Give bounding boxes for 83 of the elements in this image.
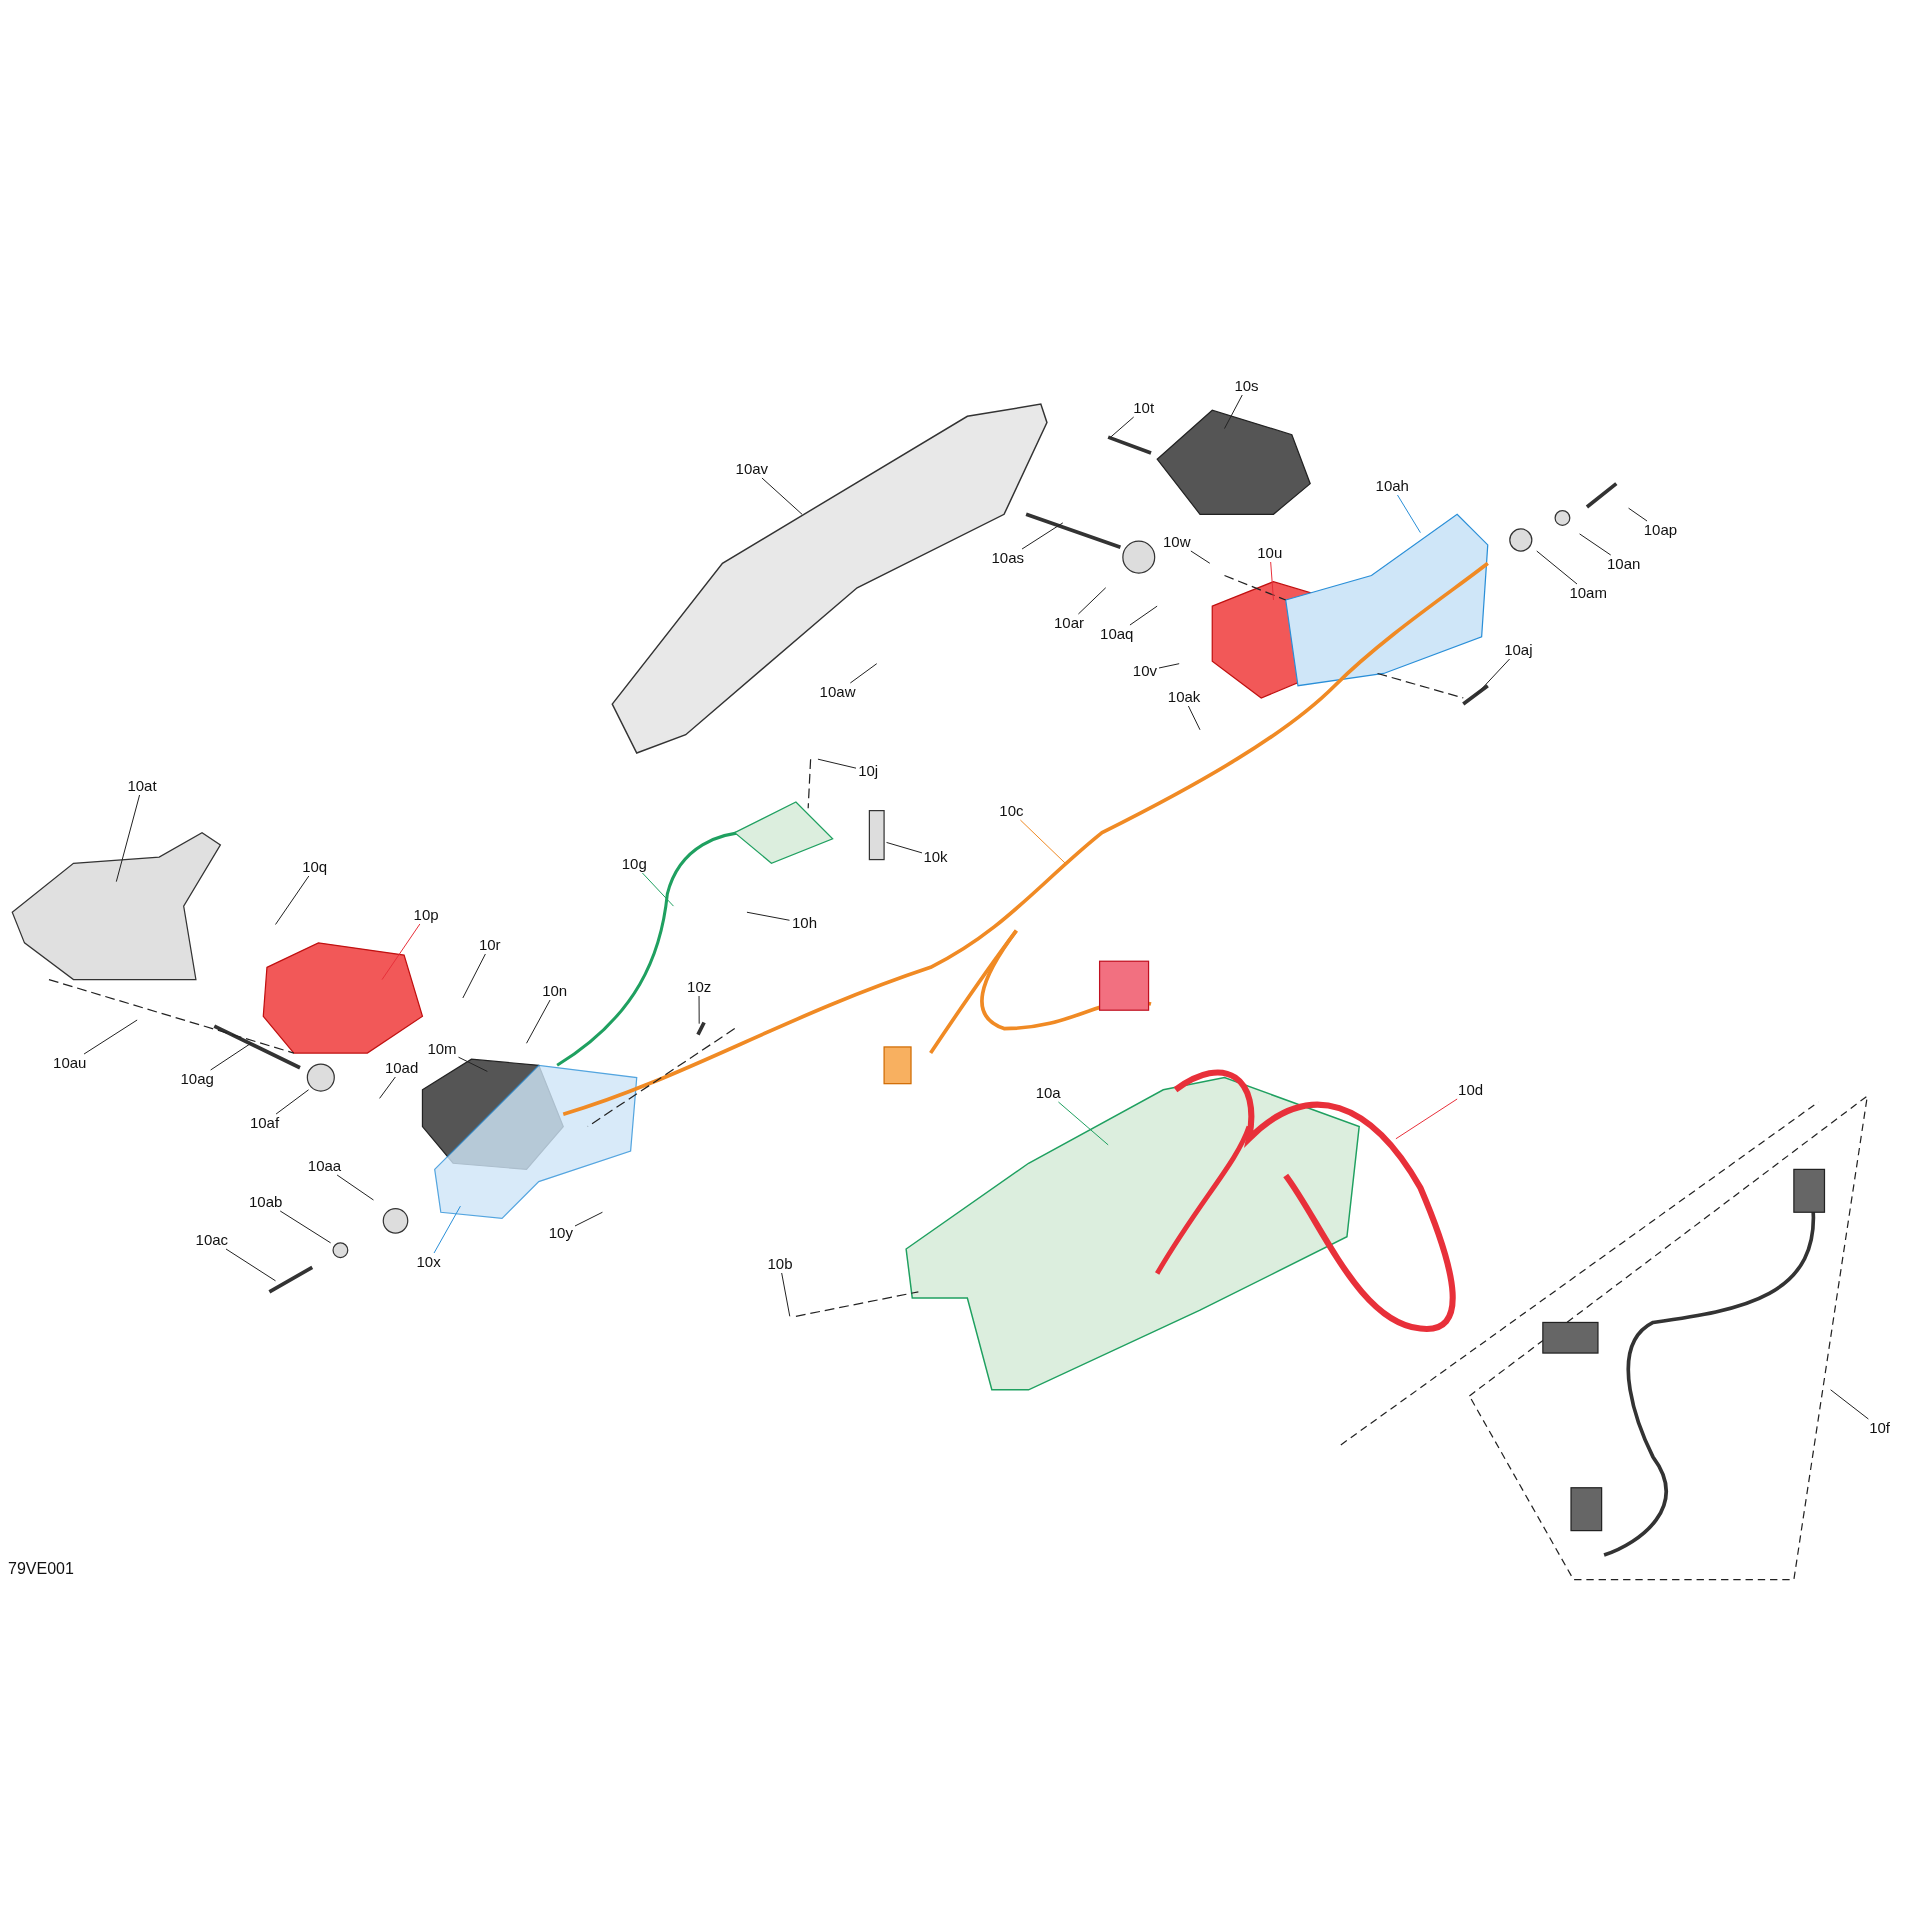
callout-number: 10w [1160,533,1193,552]
leader-line [1057,1101,1109,1146]
leader-line [746,911,790,921]
leader-line [279,1210,332,1244]
callout-number: 10af [247,1113,282,1132]
leader-line [1158,663,1180,669]
callout-number: 10ad [382,1058,421,1077]
leader-line [1129,605,1158,626]
callout-number: 10a [1033,1084,1063,1103]
callout-number: 10k [921,848,950,867]
leader-line [115,794,141,883]
leader-line [641,872,674,907]
leader-line [1536,550,1578,585]
leader-line [1397,494,1421,534]
callout-number: 10j [856,762,881,781]
leader-line [849,663,878,684]
callout-number: 10aq [1098,625,1136,644]
callout-number: 10au [51,1053,89,1072]
callout-number: 10av [733,459,771,478]
leader-line [1475,658,1511,696]
callout-number: 10c [997,801,1026,820]
leader-line [83,1019,138,1055]
callout-number: 10z [685,977,714,996]
callout-number: 10h [789,914,819,933]
callout-number: 10p [411,905,441,924]
callout-number: 10ab [247,1193,285,1212]
leader-line [1270,561,1274,601]
leader-line [761,477,803,515]
leader-line [275,875,310,925]
callout-number: 10at [125,777,159,796]
leader-line [1019,819,1066,864]
leader-line [433,1205,461,1254]
callout-number: 10d [1456,1080,1486,1099]
leader-line [574,1211,603,1227]
callout-number: 10f [1867,1418,1892,1437]
callout-number: 10b [765,1254,795,1273]
leader-line [781,1272,791,1317]
callout-number: 10t [1131,398,1157,417]
leader-line [1190,550,1211,564]
callout-number: 10m [425,1040,459,1059]
callout-number: 10s [1232,376,1261,395]
leader-line [1110,416,1135,438]
callout-number: 10v [1130,662,1159,680]
leader-line [886,841,923,854]
leader-line [462,953,486,999]
callout-number: 10ag [178,1069,216,1088]
leader-line [526,999,551,1044]
leader-line [1021,522,1064,550]
leader-line [1830,1389,1869,1420]
callout-number: 10n [540,981,570,1000]
leader-line [381,923,421,981]
leader-line [1077,587,1107,615]
callout-number: 10ah [1373,477,1411,496]
leader-line [458,1056,488,1072]
callout-number: 10ac [193,1231,231,1250]
callout-number: 10am [1567,583,1609,602]
callout-number: 10an [1605,555,1643,574]
leader-line [210,1042,252,1071]
callout-number: 10g [619,855,649,874]
leader-line [1187,705,1201,731]
callout-number: 10aa [305,1156,344,1175]
leader-line [817,758,857,769]
callout-number: 10ap [1641,521,1680,540]
leader-line [1628,507,1648,522]
callout-number: 10aj [1502,641,1535,660]
leader-line [379,1076,396,1099]
leader-line [1579,533,1612,556]
leader-line [1395,1098,1458,1140]
callout-number: 10x [414,1253,443,1272]
callout-number: 10q [300,857,330,876]
leader-line [225,1248,276,1282]
callout-number: 10u [1255,544,1285,563]
leader-line [336,1174,374,1201]
callout-number: 10aw [817,682,858,701]
drawing-number: 79VE001 [8,1560,74,1578]
callout-number: 10y [546,1224,575,1243]
callout-number: 10ar [1051,614,1086,633]
leader-line [1224,394,1243,430]
leader-line [275,1089,310,1115]
callout-number: 10r [476,936,503,955]
callout-number: 10ak [1165,687,1203,706]
callout-number: 10as [989,549,1026,568]
leader-line [698,995,700,1025]
